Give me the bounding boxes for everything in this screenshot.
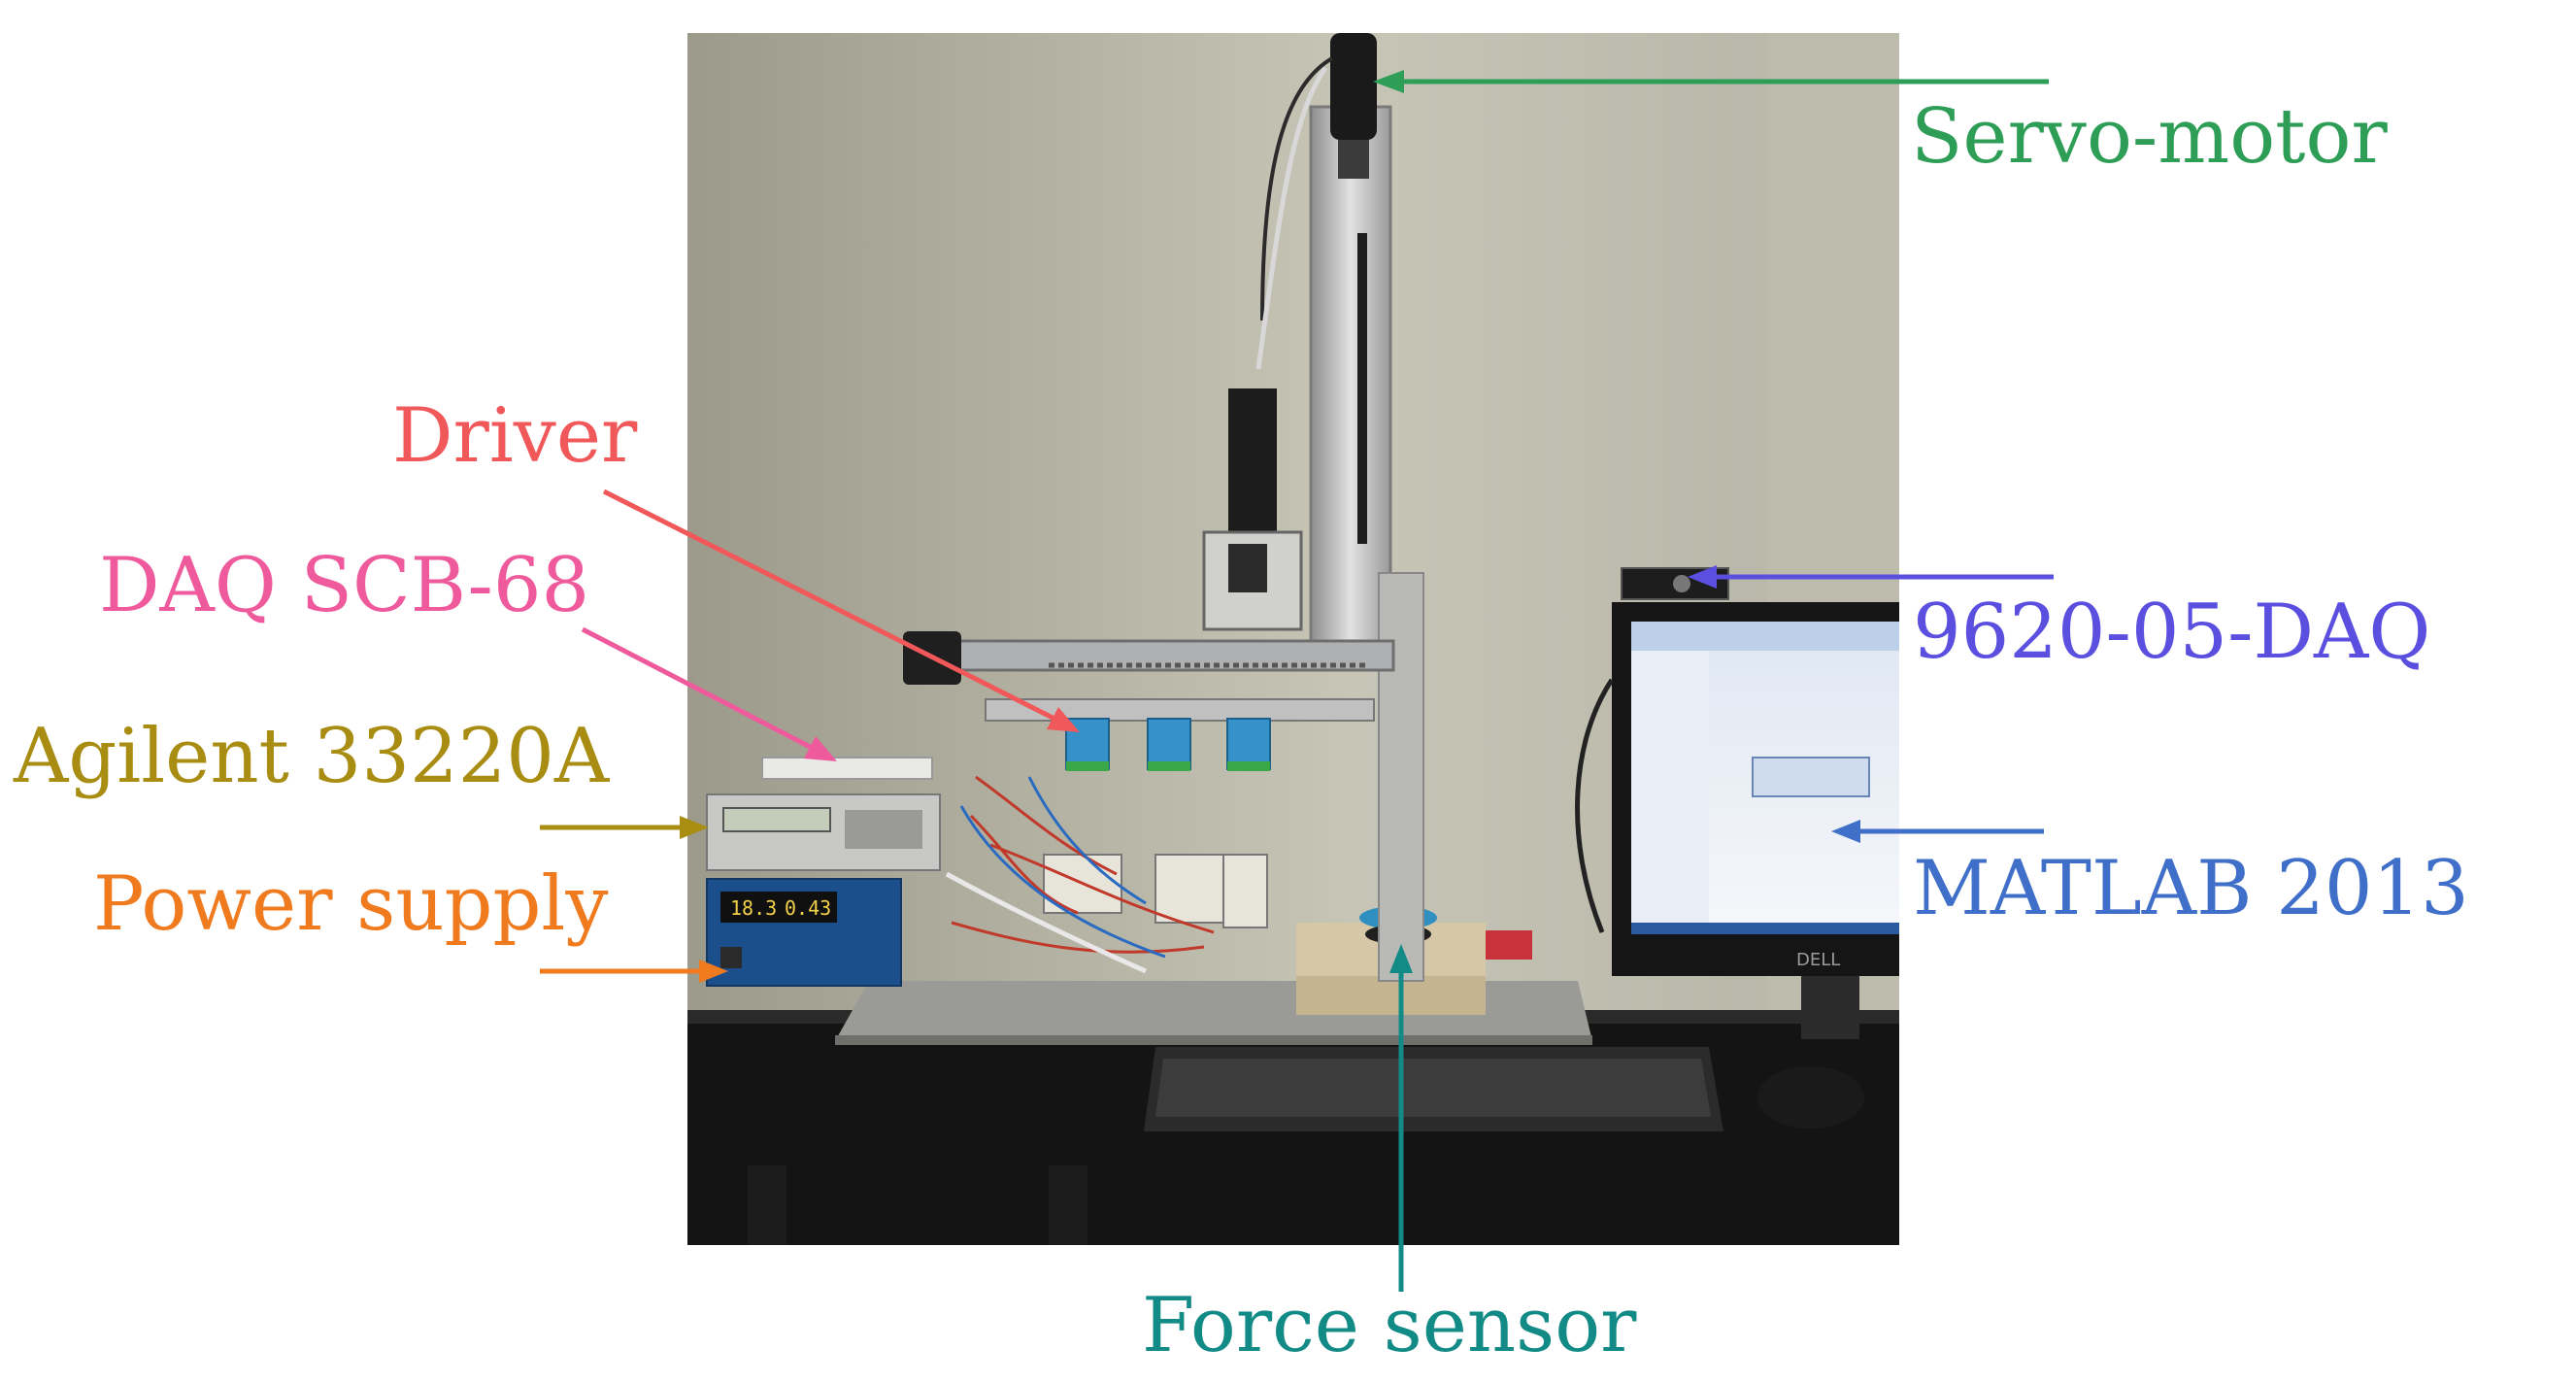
label-power-supply: Power supply <box>93 860 609 948</box>
power-supply-readout-right: 0.43 <box>785 896 831 920</box>
daq-9620-connector <box>1673 575 1690 592</box>
annotation-arrows <box>540 70 2054 1292</box>
driver-arrowhead <box>1047 707 1080 732</box>
label-agilent: Agilent 33220A <box>14 713 610 800</box>
tool-carriage-motor <box>1228 544 1267 592</box>
agilent-keypad <box>845 810 922 849</box>
wiring <box>951 775 1215 954</box>
monitor-cable <box>1575 678 1615 933</box>
daq-scb68-box <box>761 757 933 780</box>
label-servo-motor: Servo-motor <box>1911 93 2388 181</box>
stepper-drivers <box>1065 718 1271 771</box>
servo-cable-white <box>1255 66 1328 370</box>
label-force-sensor: Force sensor <box>1142 1282 1637 1369</box>
servo-motor-body <box>1330 33 1377 140</box>
driver-mount-bar <box>985 698 1375 722</box>
power-supply-display <box>720 892 837 923</box>
keyboard-keys <box>1155 1059 1711 1117</box>
servo-motor-arrowhead <box>1373 70 1404 93</box>
photo-region: 18.3 0.43 DELL <box>687 33 1899 1245</box>
agilent-arrowhead <box>680 816 709 839</box>
monitor-brand: DELL <box>1796 950 1840 970</box>
wiring <box>945 871 1148 974</box>
matlab-arrowhead <box>1831 820 1860 843</box>
red-connector <box>1486 930 1532 960</box>
power-supply-arrowhead <box>699 960 728 983</box>
label-daq-9620: 9620-05-DAQ <box>1913 589 2431 676</box>
support-post <box>1378 572 1424 982</box>
z-axis-column <box>1309 105 1392 653</box>
matlab-file-panel <box>1631 651 1709 932</box>
terminal-board <box>1222 854 1268 928</box>
driver-terminal <box>1148 761 1190 771</box>
z-axis-scale <box>1357 233 1367 544</box>
base-plate-edge <box>835 1035 1592 1045</box>
mouse <box>1757 1066 1864 1129</box>
label-daq-scb68: DAQ SCB-68 <box>99 542 590 629</box>
driver-arrow <box>602 489 1060 724</box>
power-switch <box>720 947 742 968</box>
wiring <box>959 776 1166 959</box>
power-supply-readout-left: 18.3 <box>730 896 777 920</box>
agilent-display <box>722 807 831 832</box>
driver-terminal <box>1227 761 1270 771</box>
monitor-stand <box>1801 976 1859 1039</box>
terminal-board <box>1154 854 1224 924</box>
taskbar <box>1631 923 1899 934</box>
label-matlab: MATLAB 2013 <box>1913 845 2469 932</box>
servo-motor-coupler <box>1338 140 1369 179</box>
cable-chain <box>1228 388 1277 544</box>
matlab-dialog <box>1752 757 1870 797</box>
driver-terminal <box>1066 761 1109 771</box>
table-leg <box>748 1165 786 1245</box>
daq-scb68-arrowhead <box>804 736 837 761</box>
daq-scb68-arrow <box>581 626 818 753</box>
daq-9620-arrowhead <box>1688 565 1717 589</box>
force-sensor-arrowhead <box>1389 944 1413 973</box>
label-driver: Driver <box>392 392 638 480</box>
matlab-toolbar <box>1631 622 1899 651</box>
specimen-block-shadow <box>1296 976 1486 1015</box>
servo-cable <box>1260 56 1334 321</box>
table-leg <box>1049 1165 1087 1245</box>
